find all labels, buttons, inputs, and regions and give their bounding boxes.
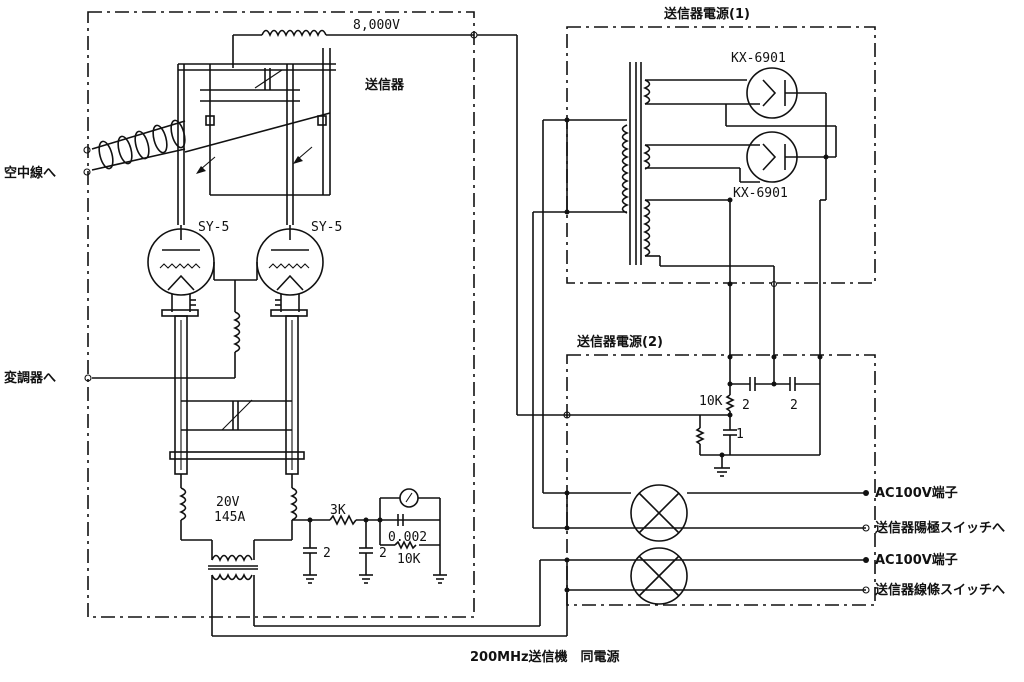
filament-current-label: 145A: [214, 510, 245, 525]
psu2-cap-c-label: 1: [736, 427, 744, 442]
coupling-cap-label: 0.002: [388, 530, 427, 545]
ac1-terminal-label: AC100V端子: [875, 485, 958, 501]
tube-right: [256, 225, 324, 312]
bias-network: [303, 488, 447, 584]
psu2-block-outline: [566, 354, 876, 606]
figure-caption: 200MHz送信機 同電源: [470, 649, 620, 665]
plate-feed-line: [232, 29, 567, 416]
cap-mid-label: 2: [379, 546, 387, 561]
plate-voltage-label: 8,000V: [353, 18, 400, 33]
tube-left-label: SY-5: [198, 220, 229, 235]
filament-lines: [161, 299, 567, 637]
psu1-title: 送信器電源(1): [663, 6, 750, 22]
ac2-terminal-label: AC100V端子: [875, 552, 958, 568]
psu2-resistor-label: 10K: [699, 394, 723, 409]
rectifier-tube-top: [730, 67, 827, 200]
transmitter-block-outline: [87, 11, 475, 618]
transmitter-title: 送信器: [364, 77, 405, 93]
modulator-terminal-label: 変調器へ: [4, 370, 56, 386]
rectifier-top-label: KX-6901: [731, 51, 786, 66]
antenna-terminal-label: 空中線へ: [4, 165, 56, 181]
grid-connection: [84, 262, 258, 382]
psu2-cap-a-label: 2: [742, 398, 750, 413]
grid-resistor-label: 3K: [330, 503, 346, 518]
psu2-filter: [563, 354, 823, 477]
ac-lamps: [532, 117, 870, 636]
tube-left: [147, 225, 215, 312]
psu1-block-outline: [566, 26, 876, 284]
psu2-title: 送信器電源(2): [576, 334, 663, 350]
tube-right-label: SY-5: [311, 220, 342, 235]
anode-switch-label: 送信器陽極スイッチへ: [874, 520, 1005, 536]
antenna-coil: [83, 119, 186, 176]
filament-switch-label: 送信器線條スイッチへ: [874, 582, 1005, 598]
rectifier-bottom-label: KX-6901: [733, 186, 788, 201]
psu1-transformer: [567, 62, 775, 355]
cap-left-label: 2: [323, 546, 331, 561]
tank-frame: [177, 48, 336, 225]
filament-voltage-label: 20V: [216, 495, 240, 510]
rectifier-tube-bottom: [725, 104, 837, 380]
psu2-cap-b-label: 2: [790, 398, 798, 413]
meter-resistor-label: 10K: [397, 552, 421, 567]
